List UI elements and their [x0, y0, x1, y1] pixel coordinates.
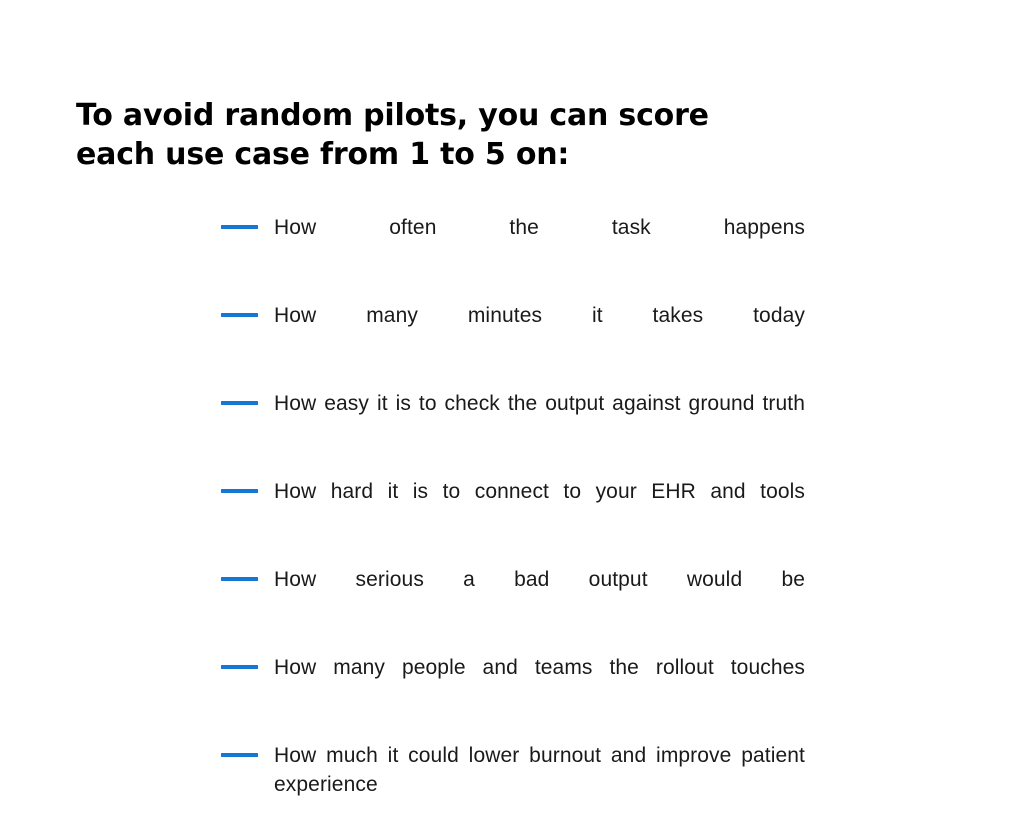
list-item-label: How much it could lower burnout and impr…	[274, 744, 805, 796]
blue-dash-icon	[221, 665, 258, 669]
list-item: How many people and teams the rollout to…	[221, 653, 805, 711]
list-item: How much it could lower burnout and impr…	[221, 741, 805, 828]
criteria-list: How often the task happens How many minu…	[221, 213, 805, 828]
list-item-label: How hard it is to connect to your EHR an…	[274, 480, 805, 503]
blue-dash-icon	[221, 401, 258, 405]
list-item: How easy it is to check the output again…	[221, 389, 805, 447]
blue-dash-icon	[221, 313, 258, 317]
list-item: How often the task happens	[221, 213, 805, 271]
blue-dash-icon	[221, 225, 258, 229]
list-item: How serious a bad output would be	[221, 565, 805, 623]
blue-dash-icon	[221, 577, 258, 581]
page-title: To avoid random pilots, you can score ea…	[76, 98, 709, 173]
list-item-label: How serious a bad output would be	[274, 568, 805, 591]
list-item-label: How easy it is to check the output again…	[274, 392, 805, 415]
list-item-label: How many people and teams the rollout to…	[274, 656, 805, 679]
list-item-label: How many minutes it takes today	[274, 304, 805, 327]
blue-dash-icon	[221, 489, 258, 493]
blue-dash-icon	[221, 753, 258, 757]
list-item: How many minutes it takes today	[221, 301, 805, 359]
list-item: How hard it is to connect to your EHR an…	[221, 477, 805, 535]
list-item-label: How often the task happens	[274, 216, 805, 239]
slide-canvas: To avoid random pilots, you can score ea…	[76, 98, 805, 796]
